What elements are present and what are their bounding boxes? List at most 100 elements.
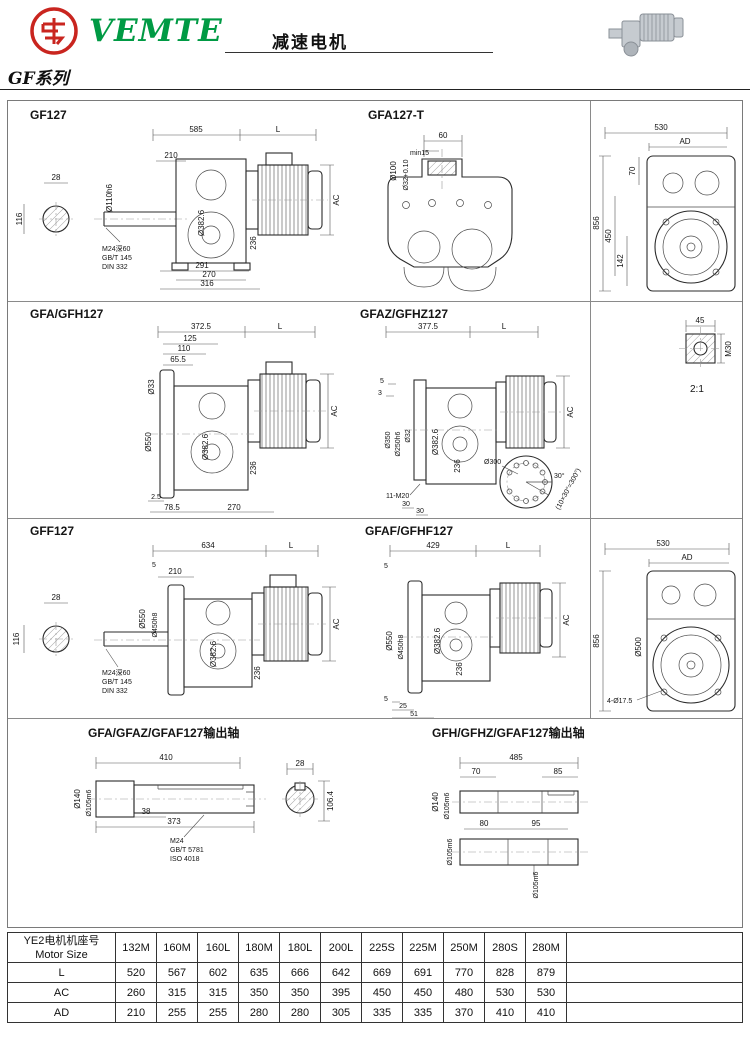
panel-gff127: GFF127 634 L — [8, 518, 348, 718]
gfa-gfh127-drawing — [148, 326, 334, 513]
dim-label: 30° — [554, 472, 565, 480]
dim-label: Ø382.6 — [431, 428, 440, 455]
motor-size-header-en: Motor Size — [35, 948, 88, 961]
dim-label: Ø500 — [634, 637, 643, 657]
dim-value: 602 — [197, 962, 239, 983]
dim-label: AD — [679, 137, 690, 146]
gfa127t-panel-svg: GFA127-T 60 min15 Ø100 Ø32+0. — [368, 108, 513, 292]
note-label: DIN 332 — [102, 264, 128, 271]
size-col-header: 200L — [320, 932, 362, 963]
dim-label: 236 — [249, 236, 258, 250]
dim-label: L — [502, 322, 507, 331]
shaft-detail-panel-svg: 45 M30 2:1 — [679, 316, 733, 395]
size-col-header: 280M — [525, 932, 567, 963]
dim-label: Ø105m6 — [533, 871, 540, 898]
dim-value: 520 — [115, 962, 157, 983]
panel-title: GFAZ/GFHZ127 — [360, 307, 448, 321]
dim-label: 410 — [159, 753, 173, 762]
dim-value: 260 — [115, 982, 157, 1003]
dim-label: 5 — [152, 562, 156, 569]
output-shafts-panel-svg: GFA/GFAZ/GFAF127输出轴 410 38 373 28 106.4 … — [73, 725, 588, 898]
dim-value: 410 — [525, 1002, 567, 1023]
dim-label: 60 — [439, 131, 448, 140]
dim-label: min15 — [410, 150, 429, 157]
dim-value: 410 — [484, 1002, 526, 1023]
panel-title: GFA/GFH127 — [30, 307, 104, 321]
dim-label: 236 — [453, 459, 462, 473]
note-label: GB/T 145 — [102, 679, 132, 686]
note-label: M24 — [170, 838, 184, 845]
spacer-col-header — [566, 932, 743, 963]
dim-label: AD — [681, 553, 692, 562]
brand-name: VEMTE — [89, 13, 223, 49]
dim-label: 585 — [189, 125, 203, 134]
dim-value: 567 — [156, 962, 198, 983]
dim-label: AC — [332, 194, 341, 205]
spacer-cell — [566, 1002, 743, 1023]
dim-label: Ø300 — [484, 459, 501, 466]
gff127-panel-svg: GFF127 634 L — [12, 524, 341, 696]
dim-label: 634 — [201, 541, 215, 550]
rear-top-drawing — [599, 127, 736, 292]
dim-label: 377.5 — [418, 322, 439, 331]
dim-label: Ø33 — [147, 379, 156, 395]
dim-value: 450 — [361, 982, 403, 1003]
dim-value: 669 — [361, 962, 403, 983]
dim-label: 3 — [378, 390, 382, 397]
panel-gfaf-gfhf127: GFAF/GFHF127 429 L 5 Ø550 Ø450h8 — [348, 518, 590, 718]
rear-bottom-drawing — [599, 543, 736, 712]
size-col-header: 225S — [361, 932, 403, 963]
note-label: DIN 332 — [102, 688, 128, 695]
dim-value: 315 — [156, 982, 198, 1003]
dim-value: 879 — [525, 962, 567, 983]
dim-label: Ø550 — [385, 631, 394, 651]
dim-label: 270 — [227, 503, 241, 512]
rear-bottom-panel-svg: 530 AD 856 Ø500 4-Ø17.5 — [592, 539, 736, 712]
series-label: GF系列 — [8, 69, 69, 89]
size-col-header: 280S — [484, 932, 526, 963]
dim-label: Ø32+0.10 — [403, 159, 410, 190]
panel-title: GFF127 — [30, 524, 74, 538]
dim-row-label: AD — [7, 1002, 116, 1023]
rear-top-panel-svg: 530 AD 856 70 450 142 — [592, 123, 736, 292]
dim-label: 30 — [402, 501, 410, 508]
dim-label: 51 — [410, 711, 418, 718]
dim-value: 450 — [402, 982, 444, 1003]
dim-value: 480 — [443, 982, 485, 1003]
dim-label: 530 — [654, 123, 668, 132]
panel-rear-bottom: 530 AD 856 Ø500 4-Ø17.5 — [590, 518, 742, 718]
gfa-gfh127-panel-svg: GFA/GFH127 372.5 L 125 110 — [30, 307, 339, 513]
note-label: ISO 4018 — [170, 856, 200, 863]
note-label: GB/T 5781 — [170, 847, 204, 854]
dim-label: 291 — [195, 261, 209, 270]
spacer-cell — [566, 962, 743, 983]
brand-logo-icon — [30, 7, 78, 55]
dim-value: 335 — [361, 1002, 403, 1023]
size-col-header: 225M — [402, 932, 444, 963]
dim-label: Ø250h6 — [395, 431, 402, 456]
dim-label: 142 — [616, 254, 625, 268]
dim-label: Ø382.6 — [433, 627, 442, 654]
panel-gf127: GF127 — [8, 101, 348, 301]
dim-label: 530 — [656, 539, 670, 548]
size-col-header: 250M — [443, 932, 485, 963]
dim-value: 770 — [443, 962, 485, 983]
panel-gfa-gfh127: GFA/GFH127 372.5 L 125 110 — [8, 301, 348, 518]
dim-value: 642 — [320, 962, 362, 983]
dim-value: 395 — [320, 982, 362, 1003]
dim-label: 856 — [592, 634, 601, 648]
panel-title: GFH/GFHZ/GFAF127输出轴 — [432, 725, 585, 740]
dim-label: 65.5 — [170, 355, 186, 364]
dim-value: 280 — [279, 1002, 321, 1023]
shaft-h-drawing — [452, 757, 588, 877]
dim-label: 70 — [628, 166, 637, 175]
dim-label: Ø550 — [138, 609, 147, 629]
dim-row-label: AC — [7, 982, 116, 1003]
dim-value: 666 — [279, 962, 321, 983]
dim-label: Ø350 — [385, 431, 392, 448]
dim-label: 5 — [384, 696, 388, 703]
gfa127t-drawing — [387, 135, 513, 292]
scale-label: 2:1 — [690, 384, 704, 395]
